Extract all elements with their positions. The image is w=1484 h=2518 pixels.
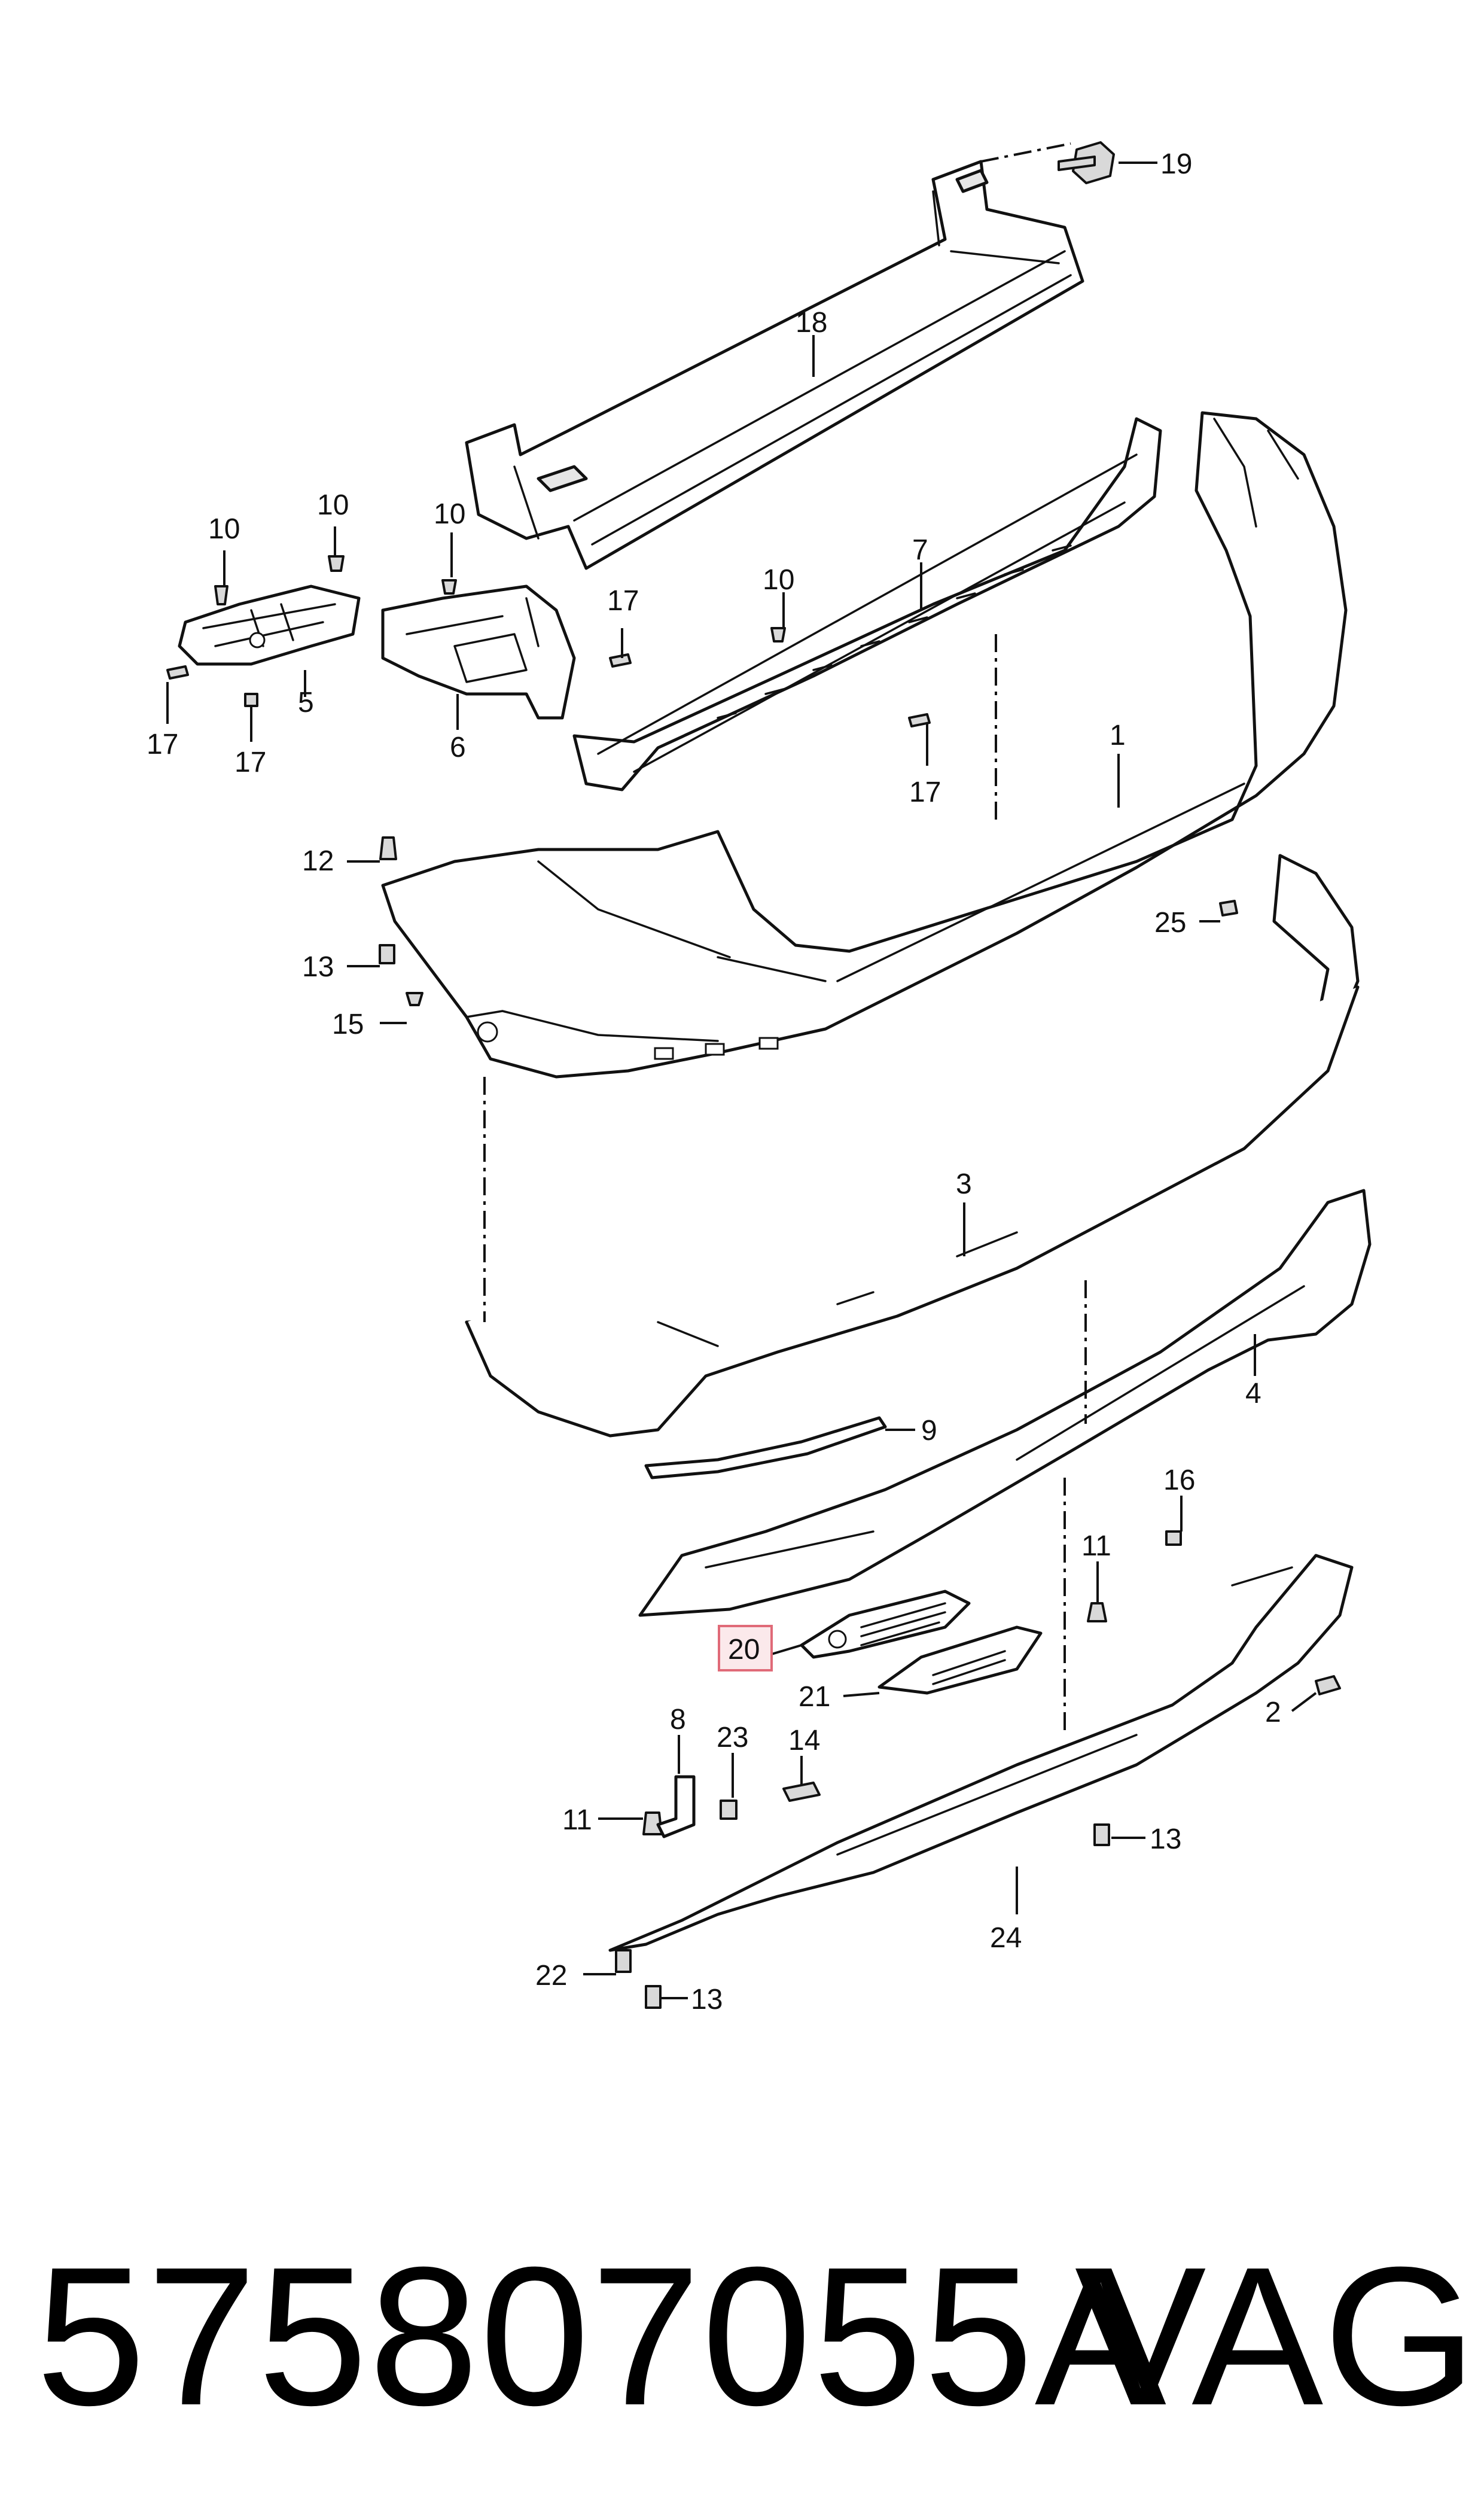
callout-19: 19	[1160, 148, 1192, 180]
callout-17-a: 17	[607, 585, 639, 617]
fasteners	[166, 555, 1341, 2009]
callout-numbers: 19 18 10 10 10 10 7 17 5 17 17 6 17 1 12…	[147, 148, 1281, 2015]
part-24-diffuser	[608, 1554, 1354, 1952]
callout-11-a: 11	[1081, 1530, 1111, 1562]
callout-18: 18	[796, 307, 827, 339]
callout-22: 22	[535, 1960, 567, 1992]
part-3-lower-section	[465, 854, 1360, 1438]
footer: 575807055A VAG	[0, 2213, 1484, 2453]
callout-10-c: 10	[434, 498, 465, 530]
callout-14: 14	[788, 1725, 820, 1756]
part-4-lower-trim	[638, 1189, 1372, 1617]
part-5-bracket	[178, 584, 361, 666]
callout-20: 20	[728, 1634, 760, 1666]
callout-13-a: 13	[302, 951, 334, 983]
callout-10-b: 10	[317, 489, 349, 521]
part-18-impact-beam	[465, 160, 1084, 570]
callout-2: 2	[1265, 1697, 1281, 1728]
callout-24: 24	[990, 1922, 1022, 1954]
highlight-box-20	[718, 1625, 773, 1671]
callout-16: 16	[1163, 1464, 1195, 1496]
callout-21: 21	[799, 1681, 830, 1713]
callout-4: 4	[1245, 1378, 1261, 1409]
callout-17-c: 17	[234, 747, 266, 778]
callout-13-b: 13	[1150, 1823, 1181, 1855]
dash-19	[980, 142, 1071, 163]
callout-15: 15	[332, 1009, 364, 1040]
callout-12: 12	[302, 845, 334, 877]
brand-label: VAG	[1074, 2225, 1477, 2446]
callout-17-b: 17	[147, 729, 178, 760]
callout-23: 23	[717, 1722, 748, 1753]
callout-1: 1	[1110, 720, 1126, 751]
callout-10-d: 10	[763, 564, 794, 596]
part-20-grille-insert	[800, 1590, 971, 1659]
callout-11-b: 11	[562, 1804, 592, 1836]
callout-3: 3	[956, 1168, 972, 1200]
part-number: 575807055A	[36, 2225, 1168, 2446]
callout-8: 8	[670, 1704, 686, 1735]
callout-7: 7	[912, 534, 928, 566]
part-9-trim-strip	[644, 1416, 887, 1479]
callout-5: 5	[298, 687, 314, 718]
callout-13-c: 13	[691, 1984, 723, 2015]
callout-25: 25	[1154, 907, 1186, 939]
part-7-carrier-strip	[572, 417, 1162, 791]
callout-10-a: 10	[208, 513, 240, 545]
part-1-bumper-cover	[381, 411, 1348, 1079]
part-21-grille-insert	[877, 1625, 1043, 1695]
part-6-bracket	[381, 584, 576, 720]
callout-17-d: 17	[909, 777, 941, 808]
callout-9: 9	[921, 1415, 937, 1447]
part-19-bolt	[1058, 141, 1115, 184]
callout-6: 6	[450, 732, 466, 763]
leader-lines	[166, 162, 1317, 1999]
